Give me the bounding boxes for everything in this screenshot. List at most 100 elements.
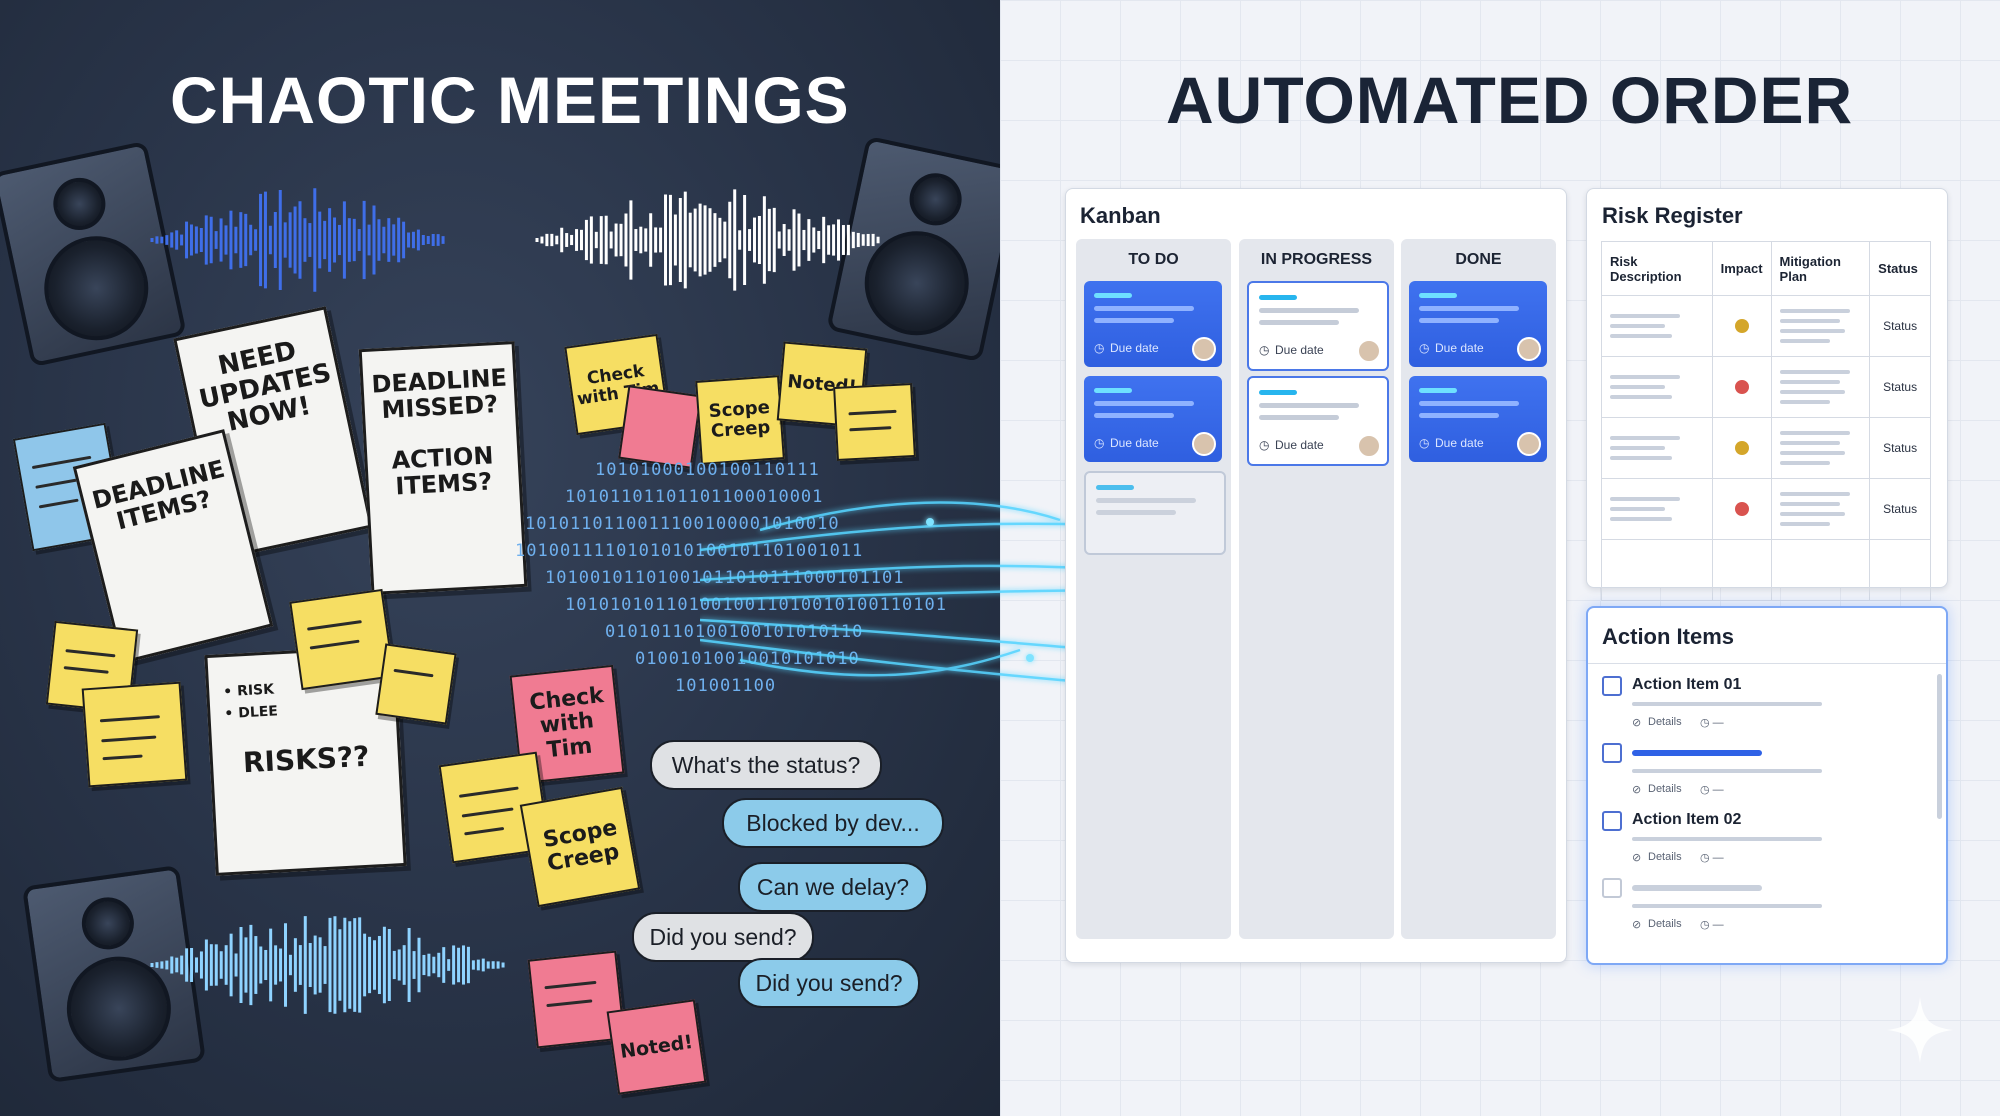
action-item-details-link[interactable]: Details bbox=[1648, 851, 1682, 863]
risk-row[interactable]: Status bbox=[1601, 295, 1931, 357]
risk-col-mitigation: Mitigation Plan bbox=[1770, 241, 1871, 296]
risk-status: Status bbox=[1869, 295, 1931, 357]
action-item-details-link[interactable]: Details bbox=[1648, 716, 1682, 728]
paper-action-items-text: ACTION ITEMS? bbox=[390, 441, 495, 501]
soundwave-cyan-icon bbox=[150, 916, 505, 1014]
sticky-note-yellow bbox=[289, 588, 395, 691]
assignee-avatar bbox=[1357, 434, 1381, 458]
action-item-details-link[interactable]: Details bbox=[1648, 783, 1682, 795]
paper-deadline-items-text: DEADLINE ITEMS? bbox=[89, 454, 228, 536]
action-item-checkbox[interactable] bbox=[1602, 743, 1622, 763]
risk-register-title: Risk Register bbox=[1602, 203, 1743, 228]
chat-bubble: Did you send? bbox=[632, 912, 814, 962]
impact-indicator bbox=[1734, 441, 1749, 455]
action-item-checkbox[interactable] bbox=[1602, 676, 1622, 696]
chat-bubble: Blocked by dev... bbox=[722, 798, 944, 848]
sticky-scope-creep-big-text: Scope Creep bbox=[541, 815, 622, 877]
kanban-card[interactable]: ◷ Due date bbox=[1084, 281, 1222, 367]
risk-status: Status bbox=[1869, 417, 1931, 479]
clock-icon: ◷ — bbox=[1700, 717, 1724, 729]
binary-line: 1010101011010010011010010100110101 bbox=[565, 595, 947, 615]
risk-row[interactable]: Status bbox=[1601, 417, 1931, 479]
paper-risks-text: RISKS?? bbox=[242, 739, 371, 780]
sticky-noted-bottom: Noted! bbox=[606, 999, 707, 1095]
risk-status: Status bbox=[1869, 478, 1931, 540]
details-check-icon: ⊘ bbox=[1632, 852, 1642, 864]
risk-row[interactable]: Status bbox=[1601, 478, 1931, 540]
action-item-label: Action Item 01 bbox=[1632, 676, 1742, 693]
due-date-label: Due date bbox=[1110, 341, 1159, 355]
impact-indicator bbox=[1734, 319, 1749, 333]
due-date-label: Due date bbox=[1435, 341, 1484, 355]
assignee-avatar bbox=[1357, 339, 1381, 363]
action-item-details-link[interactable]: Details bbox=[1648, 918, 1682, 930]
chat-bubble: Did you send? bbox=[738, 958, 920, 1008]
kanban-card[interactable]: ◷ Due date bbox=[1084, 376, 1222, 462]
kanban-column-header: IN PROGRESS bbox=[1260, 251, 1373, 268]
action-item-label: Action Item 02 bbox=[1632, 811, 1742, 828]
assignee-avatar bbox=[1192, 432, 1216, 456]
action-items-panel: Action Items Action Item 01 ⊘ Details ◷ — ⊘ D… bbox=[1586, 606, 1948, 965]
kanban-card[interactable]: ◷ Due date bbox=[1247, 376, 1389, 466]
sticky-noted-bottom-text: Noted! bbox=[618, 1030, 695, 1063]
impact-indicator bbox=[1734, 502, 1749, 516]
kanban-column-header: TO DO bbox=[1128, 251, 1179, 268]
due-date-label: Due date bbox=[1275, 438, 1324, 452]
risk-row[interactable]: Status bbox=[1601, 356, 1931, 418]
binary-line: 10101000100100110111 bbox=[595, 460, 820, 480]
chat-bubble: Can we delay? bbox=[738, 862, 928, 912]
kanban-card[interactable]: ◷ Due date bbox=[1409, 281, 1547, 367]
assignee-avatar bbox=[1517, 432, 1541, 456]
paper-deadline-missed: DEADLINE MISSED? ACTION ITEMS? bbox=[358, 341, 528, 595]
paper-deadline-missed-text: DEADLINE MISSED? bbox=[370, 363, 508, 425]
details-check-icon: ⊘ bbox=[1632, 717, 1642, 729]
due-date-label: Due date bbox=[1435, 436, 1484, 450]
clock-icon: ◷ — bbox=[1700, 852, 1724, 864]
impact-indicator bbox=[1734, 380, 1749, 394]
risk-col-status: Status bbox=[1869, 241, 1931, 296]
risk-register: Risk Register Risk Description Impact Mi… bbox=[1586, 188, 1948, 601]
kanban-card[interactable]: ◷ Due date bbox=[1247, 281, 1389, 371]
chat-bubble: What's the status? bbox=[650, 740, 882, 790]
binary-line: 1010011110101010100101101001011 bbox=[515, 541, 864, 561]
paper-need-updates-text: NEED UPDATES NOW! bbox=[196, 335, 334, 439]
chaotic-meetings-panel: CHAOTIC MEETINGS NEED UPDATES NOW! DEADL… bbox=[0, 0, 1000, 1116]
sticky-note-yellow bbox=[375, 643, 457, 725]
left-headline: CHAOTIC MEETINGS bbox=[170, 63, 850, 137]
soundwave-white-icon bbox=[535, 189, 880, 291]
clock-icon: ◷ bbox=[1094, 341, 1105, 355]
action-items-scrollbar[interactable] bbox=[1937, 674, 1942, 819]
clock-icon: ◷ bbox=[1094, 436, 1105, 450]
clock-icon: ◷ bbox=[1419, 341, 1430, 355]
kanban-card[interactable]: ◷ Due date bbox=[1409, 376, 1547, 462]
kanban-column: TO DO◷ Due date◷ Due date bbox=[1076, 239, 1231, 939]
sticky-note-pink bbox=[618, 385, 702, 469]
action-item-checkbox[interactable] bbox=[1602, 811, 1622, 831]
assignee-avatar bbox=[1517, 337, 1541, 361]
paper-risk-item-2: • DLEE bbox=[224, 703, 279, 723]
binary-line: 101001100 bbox=[675, 676, 777, 696]
sparkle-icon bbox=[1887, 997, 1953, 1063]
clock-icon: ◷ bbox=[1259, 438, 1270, 452]
details-check-icon: ⊘ bbox=[1632, 919, 1642, 931]
due-date-label: Due date bbox=[1110, 436, 1159, 450]
kanban-title: Kanban bbox=[1080, 203, 1161, 228]
kanban-column-header: DONE bbox=[1455, 251, 1502, 268]
risk-status: Status bbox=[1869, 356, 1931, 418]
details-check-icon: ⊘ bbox=[1632, 784, 1642, 796]
clock-icon: ◷ bbox=[1259, 343, 1270, 357]
paper-risk-item-1: • RISK bbox=[222, 681, 275, 701]
kanban-column: DONE◷ Due date◷ Due date bbox=[1401, 239, 1556, 939]
binary-line: 10101101101101100010001 bbox=[565, 487, 824, 507]
action-item-checkbox[interactable] bbox=[1602, 878, 1622, 898]
action-items-title: Action Items bbox=[1602, 624, 1735, 649]
sticky-note-yellow bbox=[81, 681, 188, 788]
soundwave-blue-icon bbox=[150, 188, 445, 292]
risk-col-impact: Impact bbox=[1711, 241, 1772, 296]
risk-col-description: Risk Description bbox=[1601, 241, 1713, 296]
kanban-column: IN PROGRESS◷ Due date◷ Due date bbox=[1239, 239, 1394, 939]
kanban-card[interactable] bbox=[1084, 471, 1226, 555]
risk-register-table: Risk Description Impact Mitigation Plan … bbox=[1601, 241, 1931, 601]
binary-line: 01001010010010101010 bbox=[635, 649, 860, 669]
